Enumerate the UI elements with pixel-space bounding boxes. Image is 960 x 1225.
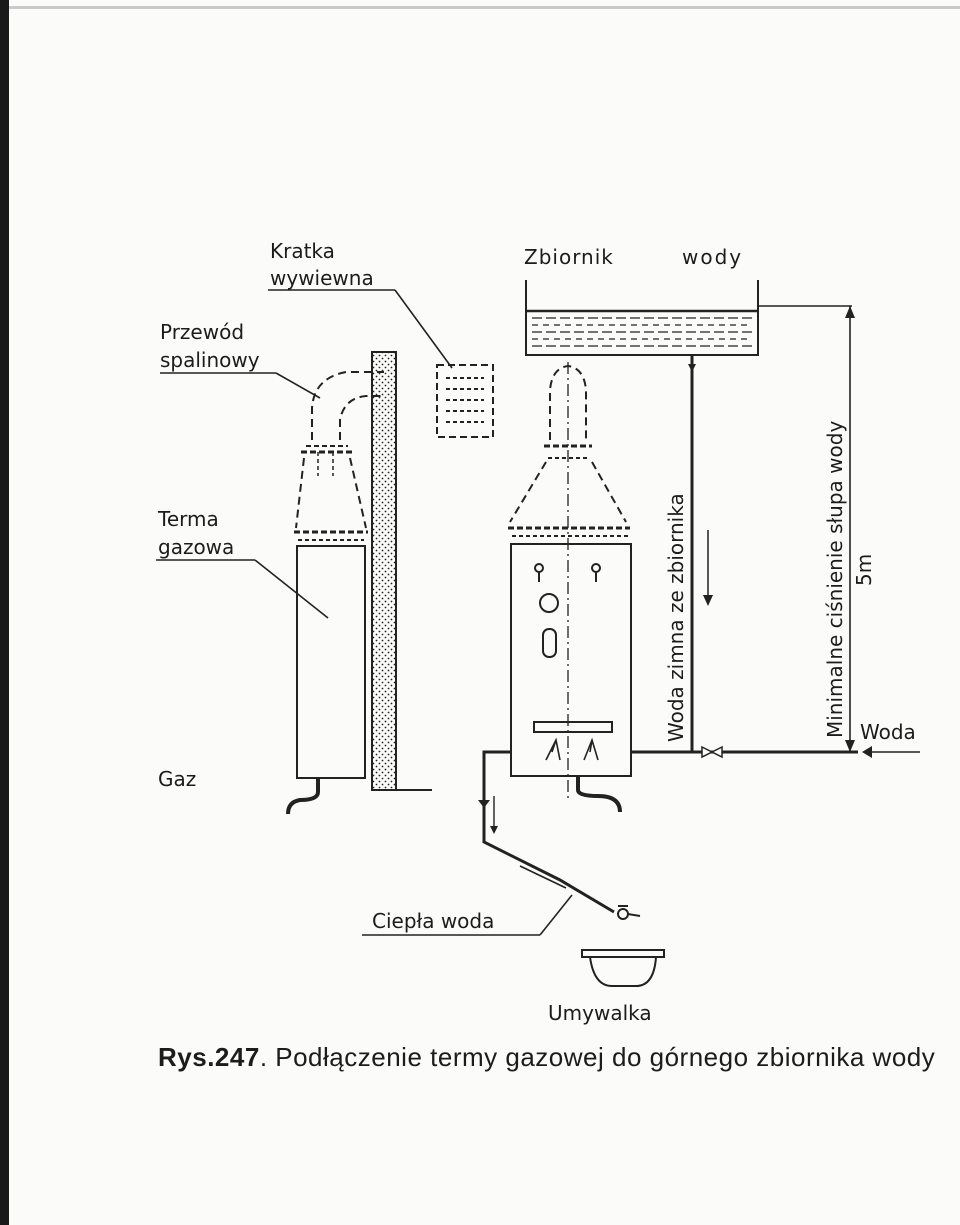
label-wody: wody [682, 245, 743, 269]
gas-water-heater-right [510, 543, 632, 777]
label-gaz: Gaz [158, 767, 196, 791]
hot-water-pipe [478, 750, 641, 920]
label-przewod-1: Przewód [160, 320, 244, 344]
book-spine [0, 0, 9, 1225]
label-umywalka: Umywalka [548, 1001, 652, 1025]
draft-hood-right [509, 461, 627, 523]
page-edge [9, 6, 960, 9]
leader-ciepla-woda [362, 894, 573, 936]
label-woda: Woda [860, 720, 916, 744]
label-terma-1: Terma [157, 507, 219, 531]
draft-hood-left [295, 457, 367, 529]
water-tank [525, 280, 852, 356]
label-ciepla-woda: Ciepła woda [372, 909, 494, 933]
label-woda-zimna: Woda zimna ze zbiornika [664, 493, 688, 742]
label-zbiornik: Zbiornik [524, 245, 614, 269]
label-cisnienie-value: 5m [852, 554, 876, 586]
gas-water-heater-left [296, 545, 366, 779]
height-dimension [845, 306, 855, 752]
gas-tap-left [286, 778, 320, 815]
hot-tap-right [576, 776, 622, 813]
label-cisnienie: Minimalne ciśnienie słupa wody [823, 421, 847, 738]
label-kratka-1: Kratka [270, 239, 335, 263]
washbasin [581, 949, 665, 987]
label-przewod-2: spalinowy [160, 348, 260, 372]
flue-pipe [306, 371, 384, 447]
figure-caption: Rys.247. Podłączenie termy gazowej do gó… [158, 1038, 958, 1076]
exhaust-grille [436, 364, 494, 438]
label-kratka-2: wywiewna [270, 266, 374, 290]
figure-number: Rys.247 [158, 1042, 260, 1072]
cold-water-pipe [631, 355, 920, 759]
leader-lines-left [156, 289, 453, 619]
figure-caption-text: . Podłączenie termy gazowej do górnego z… [259, 1042, 936, 1072]
wall [371, 351, 432, 791]
label-terma-2: gazowa [158, 535, 234, 559]
